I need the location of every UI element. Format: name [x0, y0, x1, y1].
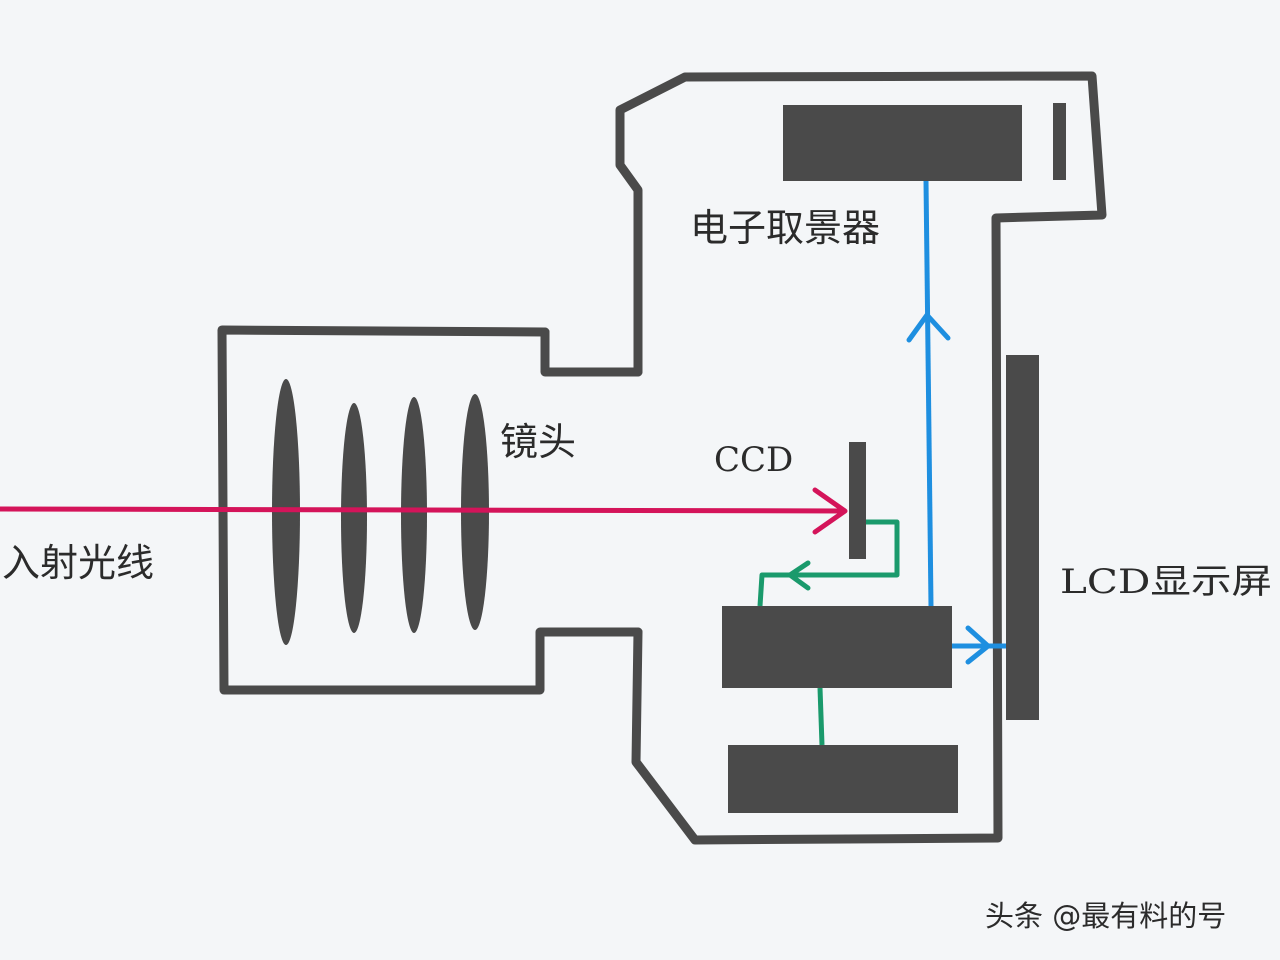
lens-label: 镜头: [500, 420, 576, 464]
incident-light-label: 入射光线: [2, 541, 154, 585]
viewfinder-signal-path: [923, 180, 934, 607]
camera-body-outline: [615, 71, 1107, 845]
viewfinder-signal-arrowhead: [906, 312, 951, 343]
ccd-signal-path: [757, 519, 900, 607]
lens-element-2: [341, 403, 367, 633]
lens-element-3: [401, 397, 427, 633]
ccd-sensor: [849, 442, 866, 559]
viewfinder-label: 电子取景器: [690, 206, 880, 250]
watermark-text: 头条 @最有料的号: [985, 899, 1226, 933]
lens-barrel-top-joint: [540, 327, 643, 377]
incident-light-ray: [0, 506, 846, 514]
incident-light-arrowhead: [812, 487, 848, 535]
image-processor-block: [722, 606, 952, 688]
storage-block: [728, 745, 958, 813]
ccd-signal-arrowhead: [787, 560, 811, 591]
processor-storage-link: [817, 687, 825, 746]
lcd-label: LCD显示屏: [1060, 562, 1272, 602]
lcd-signal-arrowhead: [965, 625, 991, 665]
viewfinder-display: [783, 105, 1022, 181]
lcd-screen: [1006, 355, 1039, 720]
lens-barrel-outline: [217, 325, 643, 695]
viewfinder-eyepiece: [1053, 103, 1066, 180]
ccd-label: CCD: [714, 440, 793, 480]
